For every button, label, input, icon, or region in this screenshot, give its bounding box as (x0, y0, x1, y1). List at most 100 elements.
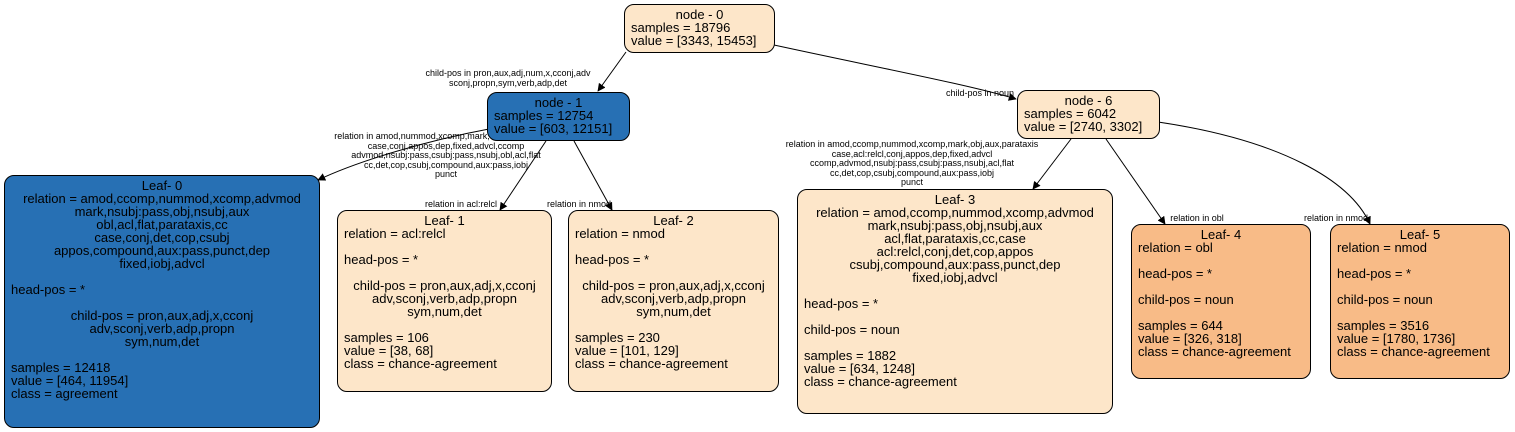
edge-label-n6-leaf4: relation in obl (1170, 213, 1224, 224)
edge-label-n6-leaf5: relation in nmod (1303, 213, 1369, 224)
node-line: value = [326, 318] (1138, 331, 1242, 346)
edge-n1-leaf2 (573, 140, 613, 211)
edge-n6-leaf5 (1157, 121, 1371, 225)
node-line: samples = 18796 (631, 20, 731, 35)
node-line: fixed,iobj,advcl (119, 256, 205, 271)
node-title: node - 0 (675, 7, 724, 22)
node-line: child-pos = noun (1138, 292, 1234, 307)
node-line: relation = amod,ccomp,nummod,xcomp,advmo… (816, 205, 1094, 220)
node-line: csubj,compound,aux:pass,punct,dep (849, 257, 1061, 272)
node-line: relation = amod,ccomp,nummod,xcomp,advmo… (23, 191, 301, 206)
node-line: samples = 644 (1138, 318, 1223, 333)
node-line: fixed,iobj,advcl (912, 270, 998, 285)
node-line: relation = nmod (575, 226, 665, 241)
edge-n0-n1 (597, 51, 627, 92)
node-line: relation = nmod (1337, 240, 1427, 255)
node-line: child-pos = pron,aux,adj,x,cconj (582, 278, 765, 293)
edge-n6-leaf4 (1105, 138, 1166, 225)
node-line: obl,acl,flat,parataxis,cc (96, 217, 228, 232)
node-line: child-pos = pron,aux,adj,x,cconj (70, 308, 254, 323)
node-line: value = [2740, 3302] (1024, 119, 1143, 134)
edge-label-n0-n1: child-pos in pron,aux,adj,num,x,cconj,ad… (425, 68, 591, 88)
node-title: Leaf- 4 (1200, 227, 1242, 242)
edge-label-line: advmod,nsubj:pass,csubj:pass,nsubj,obl,a… (351, 150, 541, 160)
node-line: head-pos = * (11, 282, 86, 297)
node-line: adv,sconj,verb,adp,propn (89, 321, 235, 336)
edge-label-line: punct (900, 177, 924, 187)
node-line: class = chance-agreement (344, 356, 497, 371)
node-line: sym,num,det (636, 304, 711, 319)
edge-label-line: relation in amod,ccomp,nummod,xcomp,mark… (785, 139, 1039, 149)
node-line: samples = 230 (575, 330, 660, 345)
edge-label-line: relation in obl (1170, 213, 1224, 223)
node-title: Leaf- 1 (424, 213, 465, 228)
node-title: Leaf- 3 (934, 192, 976, 207)
node-line: acl,flat,parataxis,cc,case (884, 231, 1026, 246)
node-line: sym,num,det (407, 304, 482, 319)
edge-label-line: relation in nmod (1303, 213, 1369, 223)
node-line: head-pos = * (804, 296, 879, 311)
node-line: head-pos = * (575, 252, 650, 267)
node-line: value = [464, 11954] (11, 373, 129, 388)
node-line: acl:relcl,conj,det,cop,appos (876, 244, 1034, 259)
node-title: node - 6 (1064, 93, 1113, 108)
node-title: Leaf- 0 (141, 178, 183, 193)
node-line: mark,nsubj:pass,obj,nsubj,aux (867, 218, 1043, 233)
edge-label-line: case,conj,appos,dep,fixed,advcl,ccomp (367, 140, 525, 151)
node-line: head-pos = * (344, 252, 419, 267)
node-line: class = chance-agreement (1138, 344, 1291, 359)
node-line: head-pos = * (1138, 266, 1213, 281)
node-line: case,conj,det,cop,csubj (94, 230, 230, 245)
edge-label-line: punct (434, 169, 458, 179)
edge-label-n6-leaf3: relation in amod,ccomp,nummod,xcomp,mark… (785, 139, 1039, 188)
node-line: head-pos = * (1337, 266, 1412, 281)
node-line: child-pos = pron,aux,adj,x,cconj (353, 278, 536, 293)
node-line: class = chance-agreement (575, 356, 728, 371)
edge-label-n1-leaf1: relation in acl:relcl (424, 199, 498, 210)
node-line: samples = 12754 (494, 108, 594, 123)
node-title: node - 1 (534, 95, 583, 110)
node-line: value = [603, 12151] (494, 121, 613, 136)
node-line: value = [38, 68] (344, 343, 434, 358)
node-line: samples = 1882 (804, 348, 897, 363)
node-line: value = [1780, 1736] (1337, 331, 1456, 346)
node-title: Leaf- 5 (1399, 227, 1441, 242)
node-line: samples = 106 (344, 330, 429, 345)
node-line: samples = 6042 (1024, 106, 1117, 121)
edge-label-line: cc,det,cop,csubj,compound,aux:pass,iobj (829, 167, 995, 178)
edge-label-line: sconj,propn,sym,verb,adp,det (448, 77, 568, 88)
edge-n6-leaf3 (1032, 138, 1072, 190)
node-title: Leaf- 2 (653, 213, 694, 228)
edge-label-line: relation in nmod (546, 199, 612, 209)
edge-label-line: case,acl:relcl,conj,appos,dep,fixed,advc… (831, 148, 993, 159)
node-line: value = [3343, 15453] (631, 33, 757, 48)
node-line: samples = 12418 (11, 360, 111, 375)
node-line: mark,nsubj:pass,obj,nsubj,aux (74, 204, 250, 219)
edge-label-line: relation in amod,nummod,xcomp,mark,obj,a… (334, 131, 558, 141)
node-line: samples = 3516 (1337, 318, 1430, 333)
node-line: sym,num,det (124, 334, 200, 349)
edge-n1-leaf1 (499, 140, 547, 211)
edge-label-line: relation in acl:relcl (424, 199, 498, 209)
node-line: adv,sconj,verb,adp,propn (600, 291, 747, 306)
edge-label-n0-n6: child-pos in noun (946, 88, 1014, 99)
node-line: relation = acl:relcl (344, 226, 446, 241)
node-line: child-pos = noun (804, 322, 900, 337)
node-line: class = agreement (11, 386, 118, 401)
node-line: class = chance-agreement (1337, 344, 1490, 359)
node-line: appos,compound,aux:pass,punct,dep (53, 243, 271, 258)
node-line: value = [634, 1248] (804, 361, 915, 376)
edge-label-line: child-pos in pron,aux,adj,num,x,cconj,ad… (425, 68, 591, 78)
edge-label-line: cc,det,cop,csubj,compound,aux:pass,iobj (363, 159, 529, 170)
node-line: class = chance-agreement (804, 374, 957, 389)
